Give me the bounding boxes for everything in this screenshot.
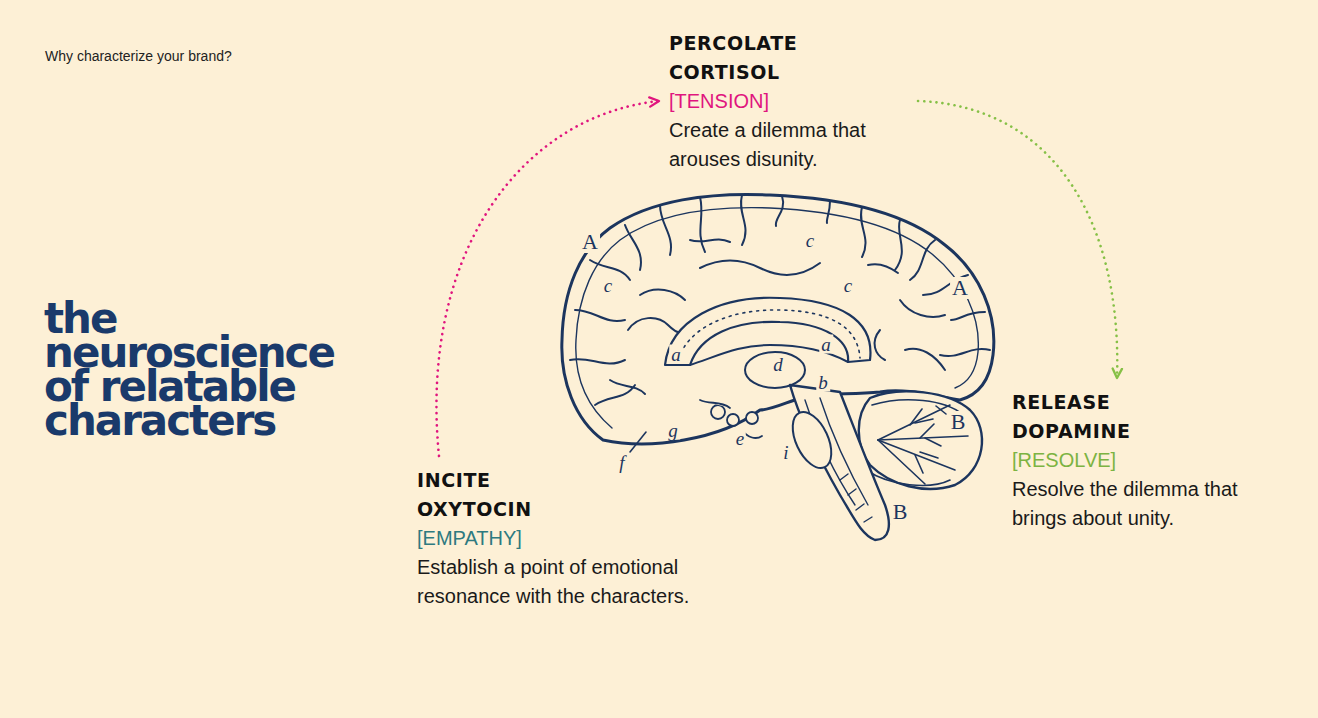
step-heading: RELEASE DOPAMINE <box>1012 388 1162 446</box>
dotted-arrow <box>918 101 1117 378</box>
step-tag: [TENSION] <box>669 87 904 116</box>
part-letter: e <box>734 429 746 448</box>
brain-line <box>700 400 730 408</box>
part-letter: a <box>819 335 833 354</box>
brain-line <box>660 205 671 255</box>
part-letter: A <box>580 231 600 253</box>
brain-line <box>868 264 898 273</box>
part-letter: a <box>669 345 683 364</box>
title-text: the neuroscience of relatable characters <box>44 302 364 438</box>
brain-line <box>690 239 730 242</box>
brain-line <box>630 432 646 452</box>
brain-line <box>700 400 762 438</box>
brain-line <box>951 312 985 320</box>
step-tag: [EMPATHY] <box>417 524 729 553</box>
brain-line <box>700 197 705 252</box>
part-letter: b <box>816 373 830 392</box>
brain-line <box>610 380 645 394</box>
step-group: PERCOLATE CORTISOL[TENSION]Create a dile… <box>669 29 904 174</box>
brain-line <box>875 330 885 360</box>
part-letter: B <box>949 411 968 433</box>
part-letter: c <box>842 276 854 295</box>
part-letter: B <box>891 501 910 523</box>
brain-drawing <box>562 194 994 540</box>
step-tag: [RESOLVE] <box>1012 446 1274 475</box>
brain-line <box>936 406 946 414</box>
part-letter: c <box>602 276 614 295</box>
brain-line <box>905 349 945 370</box>
brain-line <box>866 400 962 486</box>
dotted-arrow <box>436 101 659 456</box>
brain-line <box>790 385 889 540</box>
brain-line <box>711 405 725 419</box>
brain-line <box>878 436 968 440</box>
subtitle-note: Why characterize your brand? <box>45 48 232 64</box>
brain-line <box>575 310 625 321</box>
brain-line <box>861 207 866 257</box>
brain-line <box>570 359 625 364</box>
step-heading: PERCOLATE CORTISOL <box>669 29 819 87</box>
brain-line <box>570 195 990 405</box>
brain-line <box>625 225 641 270</box>
brain-line <box>878 405 950 440</box>
brain-line <box>776 196 783 226</box>
brain-line <box>640 290 685 300</box>
brain-line <box>700 261 820 275</box>
step-group: INCITE OXYTOCIN[EMPATHY]Establish a poin… <box>417 466 729 611</box>
brain-line <box>785 406 839 474</box>
brain-line <box>840 474 872 522</box>
brain-line <box>741 195 746 245</box>
brain-line <box>910 409 941 473</box>
step-description: Resolve the dilemma that brings about un… <box>1012 475 1274 533</box>
part-letter: i <box>781 443 790 462</box>
brain-line <box>900 300 945 317</box>
part-letter: A <box>950 277 970 299</box>
part-letter: f <box>617 453 626 472</box>
brain-line <box>827 201 830 223</box>
part-letter: d <box>771 355 785 374</box>
step-description: Create a dilemma that arouses disunity. <box>669 116 904 174</box>
step-heading: INCITE OXYTOCIN <box>417 466 567 524</box>
brain-line <box>746 412 758 424</box>
brain-line <box>866 400 968 486</box>
brain-line <box>727 414 739 426</box>
brain-line <box>910 240 935 280</box>
step-description: Establish a point of emotional resonance… <box>417 553 729 611</box>
part-letter: c <box>804 231 816 250</box>
brain-line <box>745 352 805 388</box>
brain-line <box>940 349 990 356</box>
step-group: RELEASE DOPAMINE[RESOLVE]Resolve the dil… <box>1012 388 1274 533</box>
brain-line <box>859 391 982 489</box>
brain-line <box>595 385 635 405</box>
brain-line <box>895 220 902 270</box>
brain-line <box>878 440 955 470</box>
part-letter: g <box>666 421 680 440</box>
